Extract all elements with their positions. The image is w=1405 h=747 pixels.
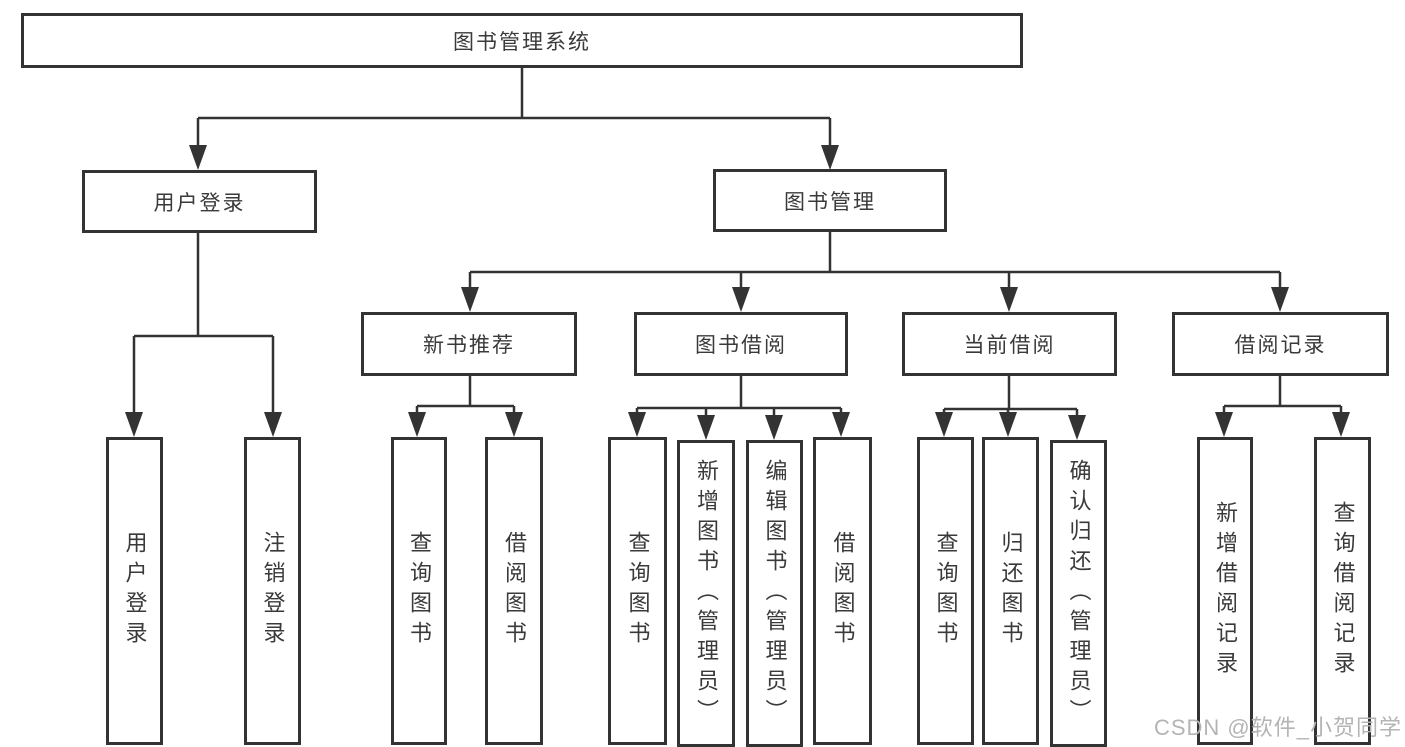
node-book-borrowing: 图书借阅: [634, 312, 848, 376]
node-current-borrowing: 当前借阅: [902, 312, 1117, 376]
leaf-borrowing-borrow-books: 借阅图书: [813, 437, 872, 745]
leaf-records-query-record: 查询借阅记录: [1314, 437, 1371, 745]
leaf-borrowing-edit-books-admin: 编辑图书（管理员）: [746, 440, 803, 747]
leaf-logout-login: 注销登录: [244, 437, 301, 745]
leaf-current-query-books: 查询图书: [917, 437, 974, 745]
node-borrowing-records: 借阅记录: [1172, 312, 1389, 376]
leaf-current-return-books: 归还图书: [982, 437, 1039, 745]
leaf-current-confirm-return-admin: 确认归还（管理员）: [1050, 440, 1107, 747]
node-root: 图书管理系统: [21, 13, 1023, 68]
csdn-watermark: CSDN @软件_小贺同学: [1153, 715, 1402, 740]
node-new-book-recommend: 新书推荐: [361, 312, 577, 376]
leaf-borrowing-add-books-admin: 新增图书（管理员）: [677, 440, 735, 747]
leaf-recommend-query-books: 查询图书: [391, 437, 447, 745]
node-book-management: 图书管理: [713, 169, 947, 232]
leaf-records-add-record: 新增借阅记录: [1197, 437, 1253, 745]
leaf-recommend-borrow-books: 借阅图书: [485, 437, 543, 745]
leaf-user-login: 用户登录: [106, 437, 163, 745]
node-user-login: 用户登录: [82, 170, 317, 233]
leaf-borrowing-query-books: 查询图书: [608, 437, 667, 745]
